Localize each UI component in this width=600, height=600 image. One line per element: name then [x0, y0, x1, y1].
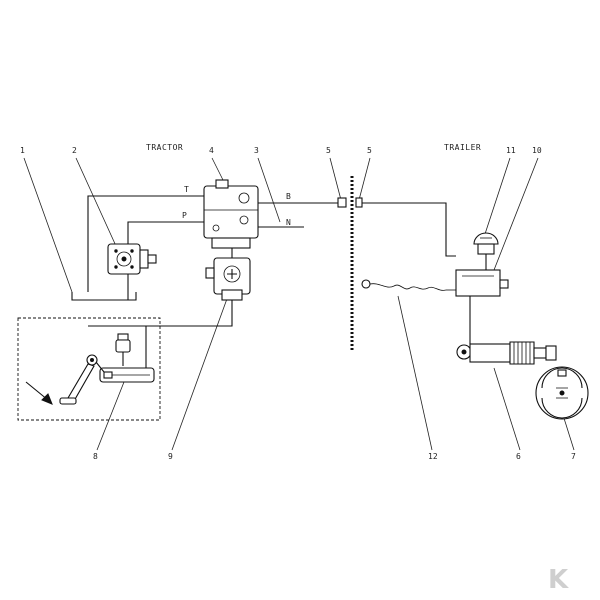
callout-4: 4: [209, 146, 214, 155]
callout-8: 8: [93, 452, 98, 461]
line-letter-b: B: [286, 192, 291, 201]
callout-7: 7: [571, 452, 576, 461]
brake-cylinder: [456, 341, 557, 365]
callout-1: 1: [20, 146, 25, 155]
leader-lines: [23, 157, 575, 451]
callout-2: 2: [72, 146, 77, 155]
line-letter-n: N: [286, 218, 291, 227]
brake-valve: [205, 248, 251, 301]
master-cylinder-frame: [17, 317, 161, 421]
hydraulic-lines: [71, 195, 487, 370]
coupling-assembly: [337, 176, 363, 352]
line-letter-t: T: [184, 185, 189, 194]
callout-10: 10: [532, 146, 542, 155]
callout-11: 11: [506, 146, 516, 155]
hand-control-knob: [361, 279, 371, 289]
line-letter-p: P: [182, 211, 187, 220]
callout-5-left: 5: [326, 146, 331, 155]
trailer-brake-valve: [455, 269, 509, 297]
brand-logo: K: [548, 565, 569, 595]
callout-9: 9: [168, 452, 173, 461]
accumulator: [473, 232, 499, 255]
callout-12: 12: [428, 452, 438, 461]
brake-pedal-master-cylinder: [25, 333, 155, 405]
tractor-header: TRACTOR: [146, 143, 183, 152]
callout-5-right: 5: [367, 146, 372, 155]
callout-6: 6: [516, 452, 521, 461]
trailer-header: TRAILER: [444, 143, 481, 152]
brand-logo-letter: K: [548, 565, 569, 595]
brake-drum: [535, 366, 589, 420]
hydraulic-pump: [107, 243, 157, 275]
control-valve: [203, 179, 259, 249]
callout-3: 3: [254, 146, 259, 155]
